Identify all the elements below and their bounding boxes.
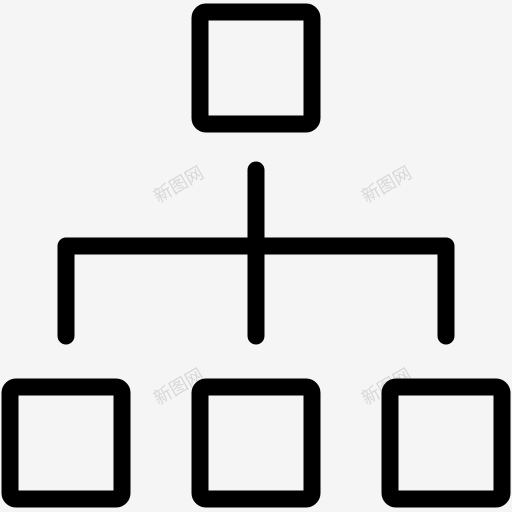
watermark-layer: 新图网 新图网 新图网 新图网 — [150, 162, 415, 409]
root-node-box — [191, 3, 321, 133]
child-node-left-box — [1, 378, 131, 508]
watermark-text: 新图网 — [358, 162, 415, 207]
watermark-text: 新图网 — [150, 162, 207, 207]
branch-bar — [57, 237, 455, 345]
child-node-right-box — [381, 378, 511, 508]
connector-lines — [57, 161, 455, 345]
child-node-center-box — [191, 378, 321, 508]
